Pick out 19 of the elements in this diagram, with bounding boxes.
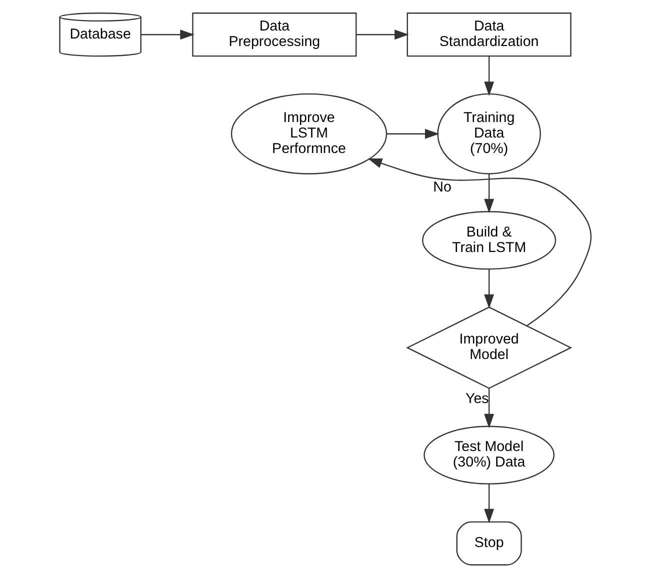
arrow xyxy=(368,158,592,326)
arrow xyxy=(356,30,409,40)
edge-label: No xyxy=(433,179,452,196)
node-box: Data Preprocessing xyxy=(192,12,357,57)
edge-label: Yes xyxy=(466,391,489,408)
arrow xyxy=(484,56,494,96)
node-ellipse: Build & Train LSTM xyxy=(422,211,556,270)
arrow xyxy=(484,388,494,428)
node-diamond: Improved Model xyxy=(406,306,572,389)
arrow xyxy=(484,269,494,309)
node-ellipse: Training Data (70%) xyxy=(437,93,541,174)
node-box: Data Standardization xyxy=(406,12,572,57)
arrow xyxy=(484,174,494,214)
arrow xyxy=(141,30,194,40)
arrow xyxy=(386,128,440,139)
arrow xyxy=(484,484,494,524)
node-box: Stop xyxy=(456,521,522,566)
node-ellipse: Test Model (30%) Data xyxy=(424,426,555,484)
node-ellipse: Improve LSTM Performnce xyxy=(230,93,388,174)
